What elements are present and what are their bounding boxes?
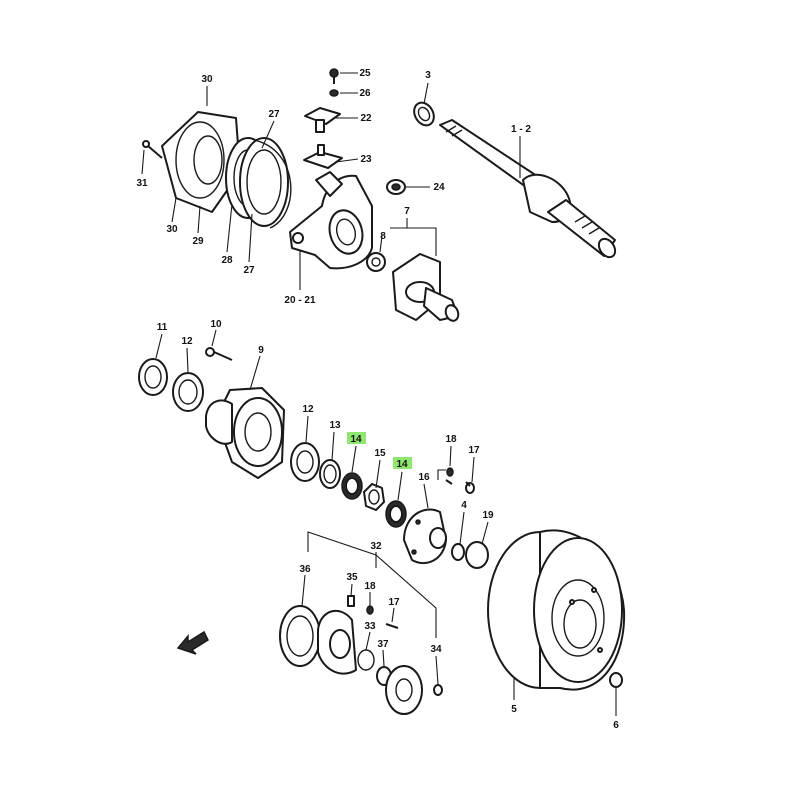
callout-label: 17: [468, 445, 480, 456]
callout-label: 18: [445, 434, 457, 445]
wheel-hub: [205, 387, 285, 479]
ring-13: [319, 459, 341, 489]
callout-label: 24: [433, 182, 445, 193]
snap-ring-4: [451, 543, 465, 561]
callout-label: 35: [346, 572, 358, 583]
front-direction-arrow: [176, 630, 209, 655]
bolt-17: [465, 481, 475, 494]
callout-label: 4: [461, 500, 467, 511]
callout-label: 6: [613, 720, 619, 731]
callout-label: 3: [425, 70, 431, 81]
callout-highlight: [393, 457, 412, 469]
bolt-18: [445, 467, 454, 485]
hub-cap-19: [465, 541, 489, 569]
callout-label: 14: [350, 434, 362, 445]
drum-bolt-6: [609, 672, 623, 688]
callout-label: 30: [201, 74, 213, 85]
callout-label: 10: [210, 319, 222, 330]
leader-lines: [141, 72, 617, 716]
callout-label: 33: [364, 621, 376, 632]
spindle: [392, 253, 460, 322]
callout-label: 31: [136, 178, 148, 189]
steering-knuckle: [289, 171, 373, 270]
oil-seal-3: [413, 101, 435, 127]
drive-flange: [403, 508, 447, 565]
bushing-8: [366, 252, 386, 272]
lock-nut-14b: [385, 500, 407, 528]
spacer-24: [386, 179, 406, 195]
callout-label: 19: [482, 510, 494, 521]
gasket-33: [357, 649, 375, 671]
callout-label: 30: [166, 224, 178, 235]
callout-label: 23: [360, 154, 372, 165]
kingpin-bolt-and-plates: [303, 68, 343, 169]
callout-label: 7: [404, 206, 410, 217]
locking-hub-body: [317, 609, 357, 675]
callout-label: 20 - 21: [284, 295, 316, 306]
dust-cover-and-seals: [142, 111, 292, 229]
callout-label: 22: [360, 113, 372, 124]
callout-label: 1 - 2: [511, 124, 531, 135]
callout-label: 11: [157, 322, 168, 333]
callout-label: 14: [396, 459, 408, 470]
callout-label: 18: [364, 581, 376, 592]
locking-hub-plate-36: [279, 605, 321, 667]
callout-label: 28: [221, 255, 233, 266]
oil-seal-11: [138, 358, 168, 396]
callout-label: 13: [329, 420, 341, 431]
callout-label: 34: [430, 644, 442, 655]
stud-bolt-10: [205, 347, 233, 361]
callout-label: 29: [192, 236, 204, 247]
lock-washer-15: [363, 483, 385, 511]
callout-labels: 30 25 26 3 27 22 1 - 2 23 31 24 7 30 29 …: [136, 68, 619, 731]
callout-label: 26: [359, 88, 371, 99]
bearing-12-left: [172, 372, 204, 412]
callout-label: 27: [268, 109, 280, 120]
callout-label: 9: [258, 345, 264, 356]
axle-shaft: [439, 119, 617, 259]
callout-label: 15: [374, 448, 386, 459]
callout-label: 37: [377, 639, 389, 650]
callout-label: 25: [359, 68, 371, 79]
cover-34: [385, 665, 423, 715]
callout-label: 12: [181, 336, 193, 347]
callout-label: 27: [243, 265, 255, 276]
callout-label: 32: [370, 541, 382, 552]
callout-label: 8: [380, 231, 386, 242]
callout-label: 5: [511, 704, 517, 715]
lock-nut-14: [341, 472, 363, 500]
callout-label: 12: [302, 404, 314, 415]
callout-label: 17: [388, 597, 400, 608]
callout-label: 36: [299, 564, 311, 575]
callout-label: 16: [418, 472, 430, 483]
bolts-35-18-17: [347, 595, 443, 696]
brake-drum: [487, 529, 626, 691]
bearing-12-right: [290, 442, 320, 482]
callout-highlight: [347, 432, 366, 444]
